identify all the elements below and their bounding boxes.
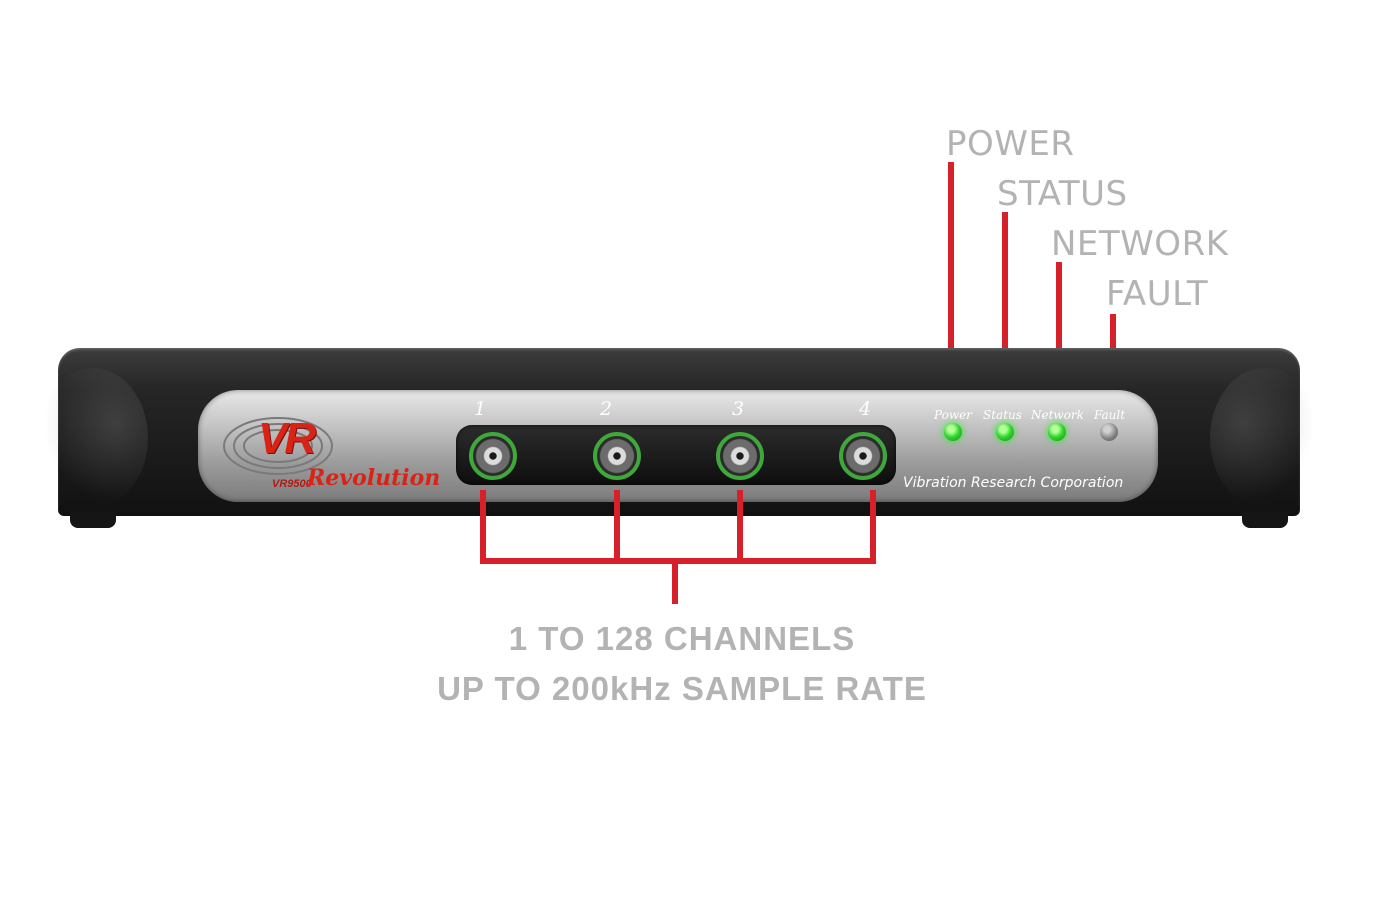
channel-bracket-bar xyxy=(480,558,876,564)
channel-number-4: 4 xyxy=(859,398,872,420)
channels-caption: 1 TO 128 CHANNELS xyxy=(508,620,856,657)
channel-number-2: 2 xyxy=(600,398,613,420)
channel-4-bracket-line xyxy=(870,490,876,562)
status-callout-line xyxy=(1002,212,1008,424)
channel-2-bracket-line xyxy=(614,490,620,562)
channel-connector-panel xyxy=(456,425,896,485)
fault-led xyxy=(1100,423,1118,441)
channel-3-bracket-line xyxy=(737,490,743,562)
company-name: Vibration Research Corporation xyxy=(903,475,1124,491)
channel-number-3: 3 xyxy=(732,398,745,420)
channel-bracket-stem xyxy=(672,558,678,604)
status-callout: STATUS xyxy=(997,174,1128,214)
device-foot-right xyxy=(1242,512,1288,528)
power-callout: POWER xyxy=(946,124,1075,164)
network-led xyxy=(1048,423,1066,441)
bnc-connector-3[interactable] xyxy=(716,432,764,480)
led-label-fault: Fault xyxy=(1094,408,1126,422)
led-label-status: Status xyxy=(983,408,1022,422)
sample-rate-caption: UP TO 200kHz SAMPLE RATE xyxy=(437,670,927,707)
fault-callout: FAULT xyxy=(1106,274,1209,314)
vr-logo-rings-icon xyxy=(223,417,333,475)
status-led xyxy=(996,423,1014,441)
network-callout-line xyxy=(1056,262,1062,424)
bnc-connector-1[interactable] xyxy=(469,432,517,480)
channel-number-1: 1 xyxy=(474,398,487,420)
device-foot-left xyxy=(70,512,116,528)
power-led xyxy=(944,423,962,441)
bnc-connector-4[interactable] xyxy=(839,432,887,480)
led-label-power: Power xyxy=(934,408,972,422)
vr9500-device: VR VR9500 Revolution 1 2 3 4 Power Statu… xyxy=(38,348,1320,528)
led-label-network: Network xyxy=(1031,408,1084,422)
model-label: VR9500 xyxy=(272,478,312,490)
product-name: Revolution xyxy=(307,465,441,491)
power-callout-line xyxy=(948,162,954,424)
network-callout: NETWORK xyxy=(1051,224,1229,264)
bnc-connector-2[interactable] xyxy=(593,432,641,480)
vr-logo: VR xyxy=(258,414,316,463)
channel-1-bracket-line xyxy=(480,490,486,562)
